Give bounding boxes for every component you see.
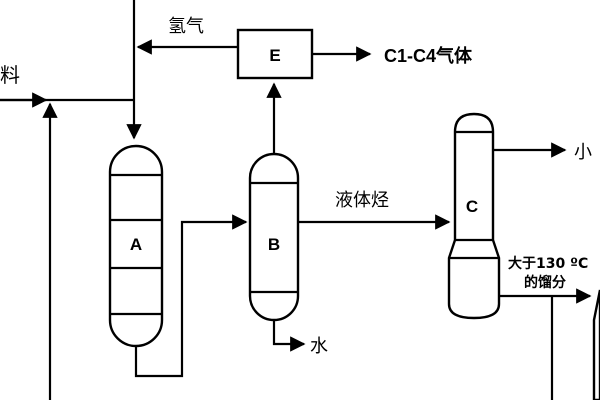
next-vessel-partial [592, 289, 600, 400]
heavy-cut-label-2: 的馏分 [524, 274, 566, 291]
heavy-cut-label-1: 大于130 ºC [508, 255, 588, 272]
column-c [447, 112, 501, 320]
a-to-b-line [134, 214, 248, 378]
column-c-label: C [466, 197, 478, 216]
water-line [272, 320, 306, 352]
small-cut-label: 小 [574, 142, 592, 163]
reactor-a-label: A [130, 235, 142, 254]
feed-label: 料 [0, 63, 20, 87]
liquid-hydrocarbon-label: 液体烃 [335, 190, 389, 211]
hydrogen-label: 氢气 [168, 16, 204, 37]
unit-e [236, 28, 314, 80]
unit-e-label: E [269, 46, 280, 65]
light-gas-label: C1-C4气体 [384, 45, 473, 66]
separator-b-label: B [268, 235, 280, 254]
water-label: 水 [310, 336, 328, 357]
